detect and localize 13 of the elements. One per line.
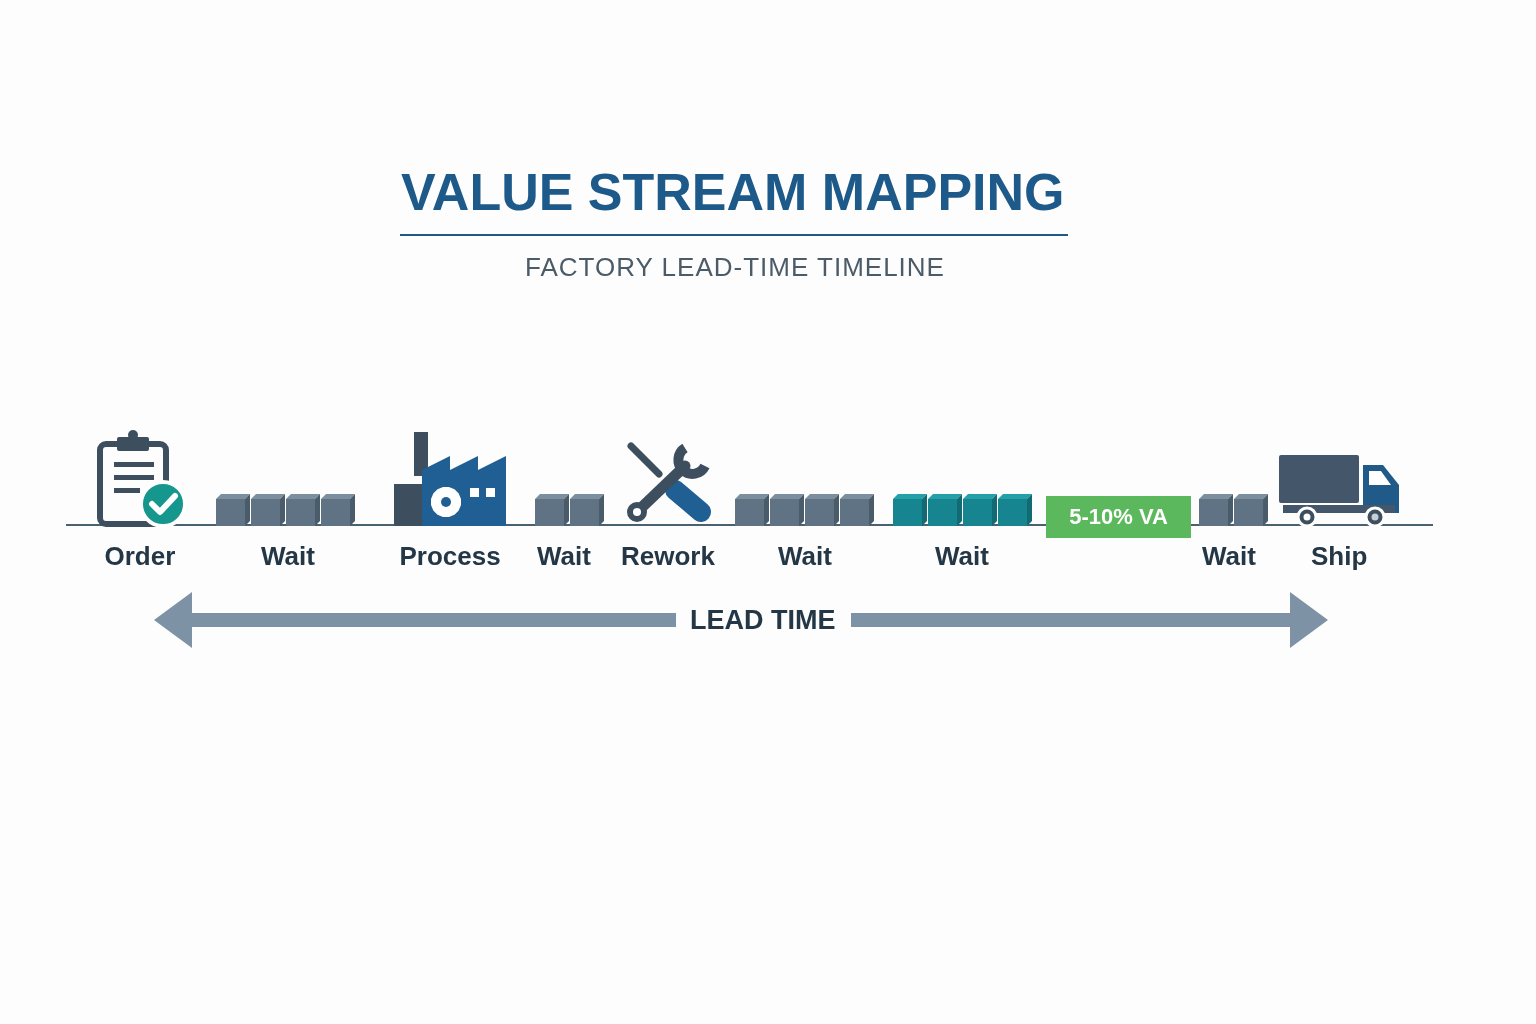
- stage-label: Wait: [1202, 542, 1256, 572]
- title: VALUE STREAM MAPPING: [401, 163, 1065, 223]
- subtitle: FACTORY LEAD-TIME TIMELINE: [525, 253, 945, 283]
- value-added-box: 5-10% VA: [1046, 496, 1191, 538]
- stage-label: Wait: [261, 542, 315, 572]
- stage-label: Rework: [621, 542, 715, 572]
- lead-time-label: LEAD TIME: [690, 604, 836, 636]
- stage-label: Order: [104, 542, 176, 572]
- stage-label: Wait: [778, 542, 832, 572]
- stage-label: Wait: [537, 542, 591, 572]
- stage-label: Process: [399, 542, 501, 572]
- stage-label: Wait: [935, 542, 989, 572]
- stage-label: Ship: [1311, 542, 1368, 572]
